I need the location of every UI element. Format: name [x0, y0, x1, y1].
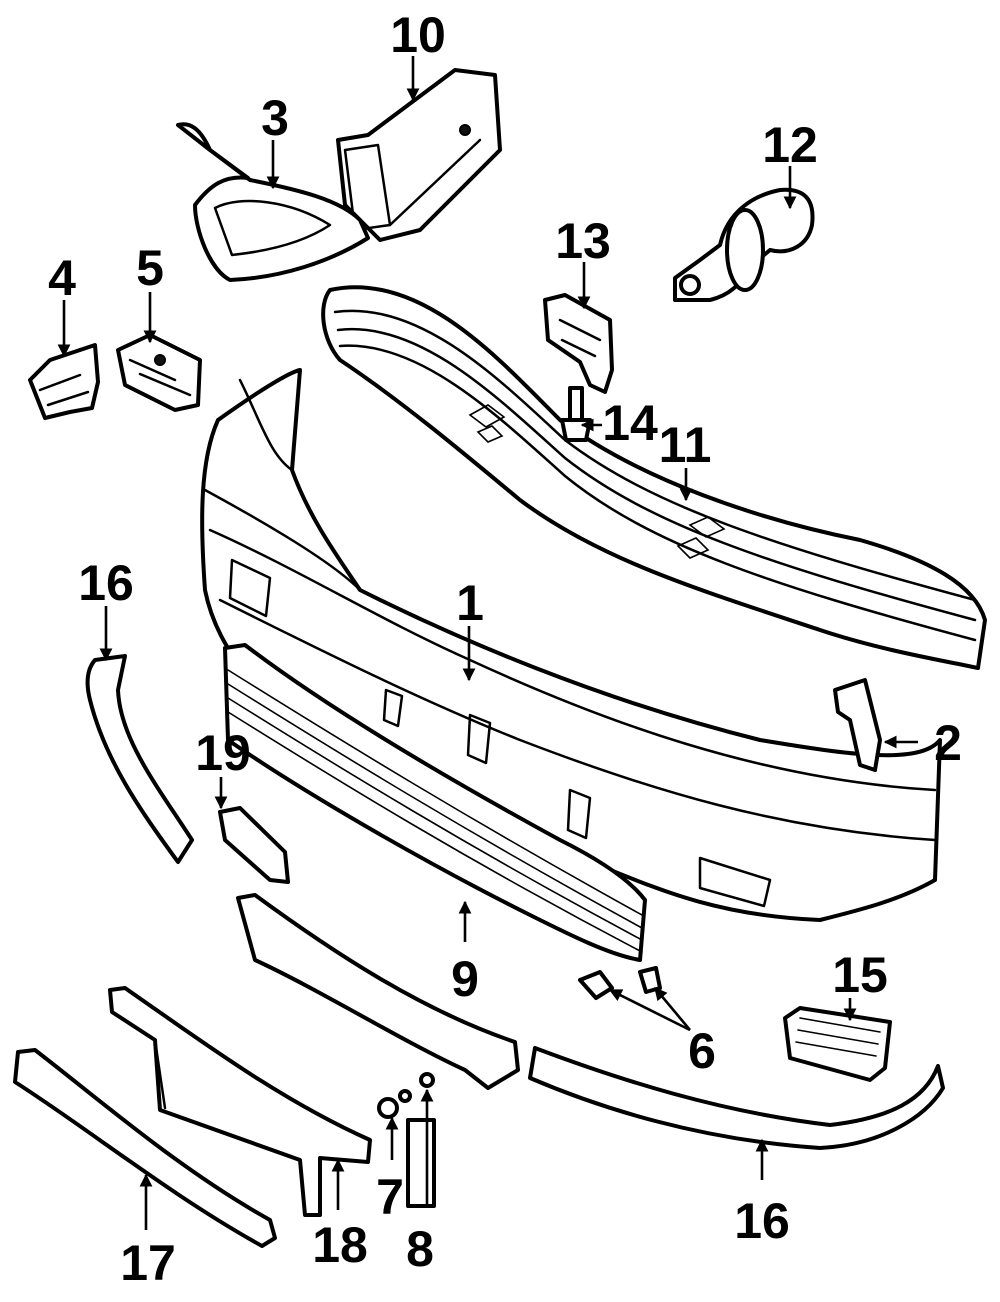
leader-lines — [57, 56, 918, 1230]
callout-5: 5 — [136, 240, 164, 296]
callout-3: 3 — [261, 90, 289, 146]
callout-11: 11 — [659, 417, 712, 473]
bracket-part-2 — [833, 678, 882, 772]
bolt-part-14 — [560, 386, 592, 442]
callout-4: 4 — [48, 250, 76, 306]
callout-15: 15 — [832, 947, 888, 1003]
callout-17: 17 — [120, 1235, 176, 1291]
callout-9: 9 — [451, 951, 479, 1007]
callout-6: 6 — [688, 1023, 716, 1079]
callout-10: 10 — [390, 7, 446, 63]
insert-part-19 — [218, 806, 290, 884]
bumper-reinforcement-part — [321, 285, 987, 670]
grille-strip-part — [223, 643, 647, 962]
callout-14: 14 — [602, 395, 658, 451]
bracket-part-3 — [176, 122, 370, 282]
callout-1: 1 — [456, 575, 484, 631]
clip-part-6 — [578, 966, 662, 1000]
mount-part-5 — [116, 333, 202, 412]
callout-2: 2 — [934, 715, 962, 771]
bracket-part-4 — [28, 343, 100, 420]
energy-absorber-part — [673, 187, 815, 302]
callout-12: 12 — [762, 117, 818, 173]
callout-7: 7 — [376, 1169, 404, 1225]
callout-8: 8 — [406, 1221, 434, 1277]
molding-part-16-right — [528, 1046, 945, 1150]
molding-part-16-left — [85, 654, 194, 864]
air-deflector-part — [236, 893, 520, 1090]
callout-16-lower: 16 — [734, 1193, 790, 1249]
callout-13: 13 — [555, 213, 611, 269]
lower-strip-part-17 — [13, 1048, 277, 1248]
insert-part-15 — [783, 1006, 892, 1082]
callout-19: 19 — [195, 725, 251, 781]
bolt-part-8 — [406, 1072, 436, 1208]
callout-18: 18 — [312, 1217, 368, 1273]
callout-labels: 1 2 3 4 5 6 7 8 9 10 11 12 13 14 15 16 1… — [48, 7, 962, 1291]
air-duct-part — [336, 68, 502, 242]
callout-16-upper: 16 — [78, 555, 134, 611]
nut-part-7 — [377, 1089, 412, 1119]
bracket-part-13 — [543, 293, 614, 394]
panel-part-18 — [108, 986, 372, 1217]
